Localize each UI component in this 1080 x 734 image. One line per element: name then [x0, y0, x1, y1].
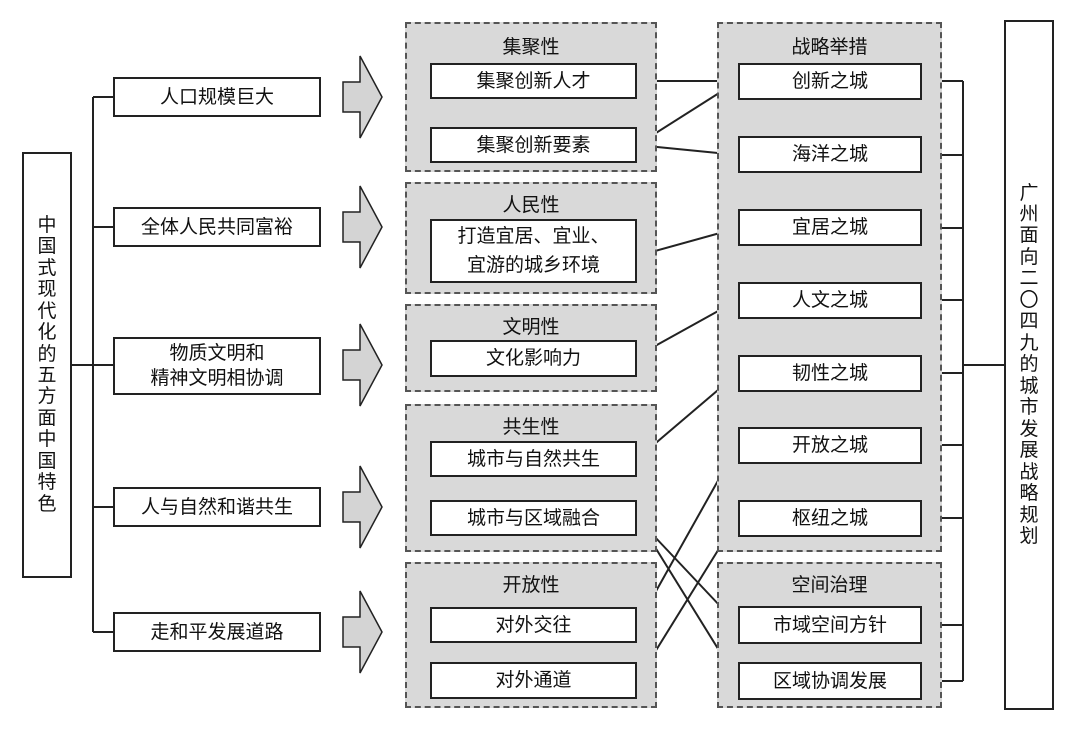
spatial-item-label: 市域空间方针	[772, 613, 887, 636]
feature-label: 全体人民共同富裕	[140, 215, 293, 238]
feature-box: 走和平发展道路	[113, 612, 321, 652]
feature-label: 人与自然和谐共生	[140, 495, 293, 518]
left-title-box: 中国式现代化的五方面中国特色	[22, 152, 72, 578]
group-title: 文明性	[502, 316, 560, 338]
feature-box: 物质文明和 精神文明相协调	[113, 337, 321, 395]
group-item-label: 城市与自然共生	[466, 447, 600, 470]
group-item-label: 集聚创新要素	[476, 133, 591, 156]
group-title: 共生性	[502, 416, 560, 438]
right-title-box: 广州面向二〇四九的城市发展战略规划	[1004, 20, 1054, 710]
strategy-item: 开放之城	[738, 427, 922, 464]
strategy-item: 人文之城	[738, 282, 922, 319]
feature-label: 物质文明和 精神文明相协调	[150, 342, 284, 389]
feature-label: 人口规模巨大	[159, 85, 274, 108]
group-item-label: 打造宜居、宜业、 宜游的城乡环境	[457, 224, 610, 276]
strategy-item-label: 开放之城	[791, 434, 868, 457]
group-item: 集聚创新要素	[430, 127, 637, 163]
strategy-item-label: 宜居之城	[791, 216, 868, 239]
group-item-label: 文化影响力	[485, 347, 581, 370]
feature-box: 人口规模巨大	[113, 77, 321, 117]
spatial-item: 市域空间方针	[738, 606, 922, 644]
feature-box: 人与自然和谐共生	[113, 487, 321, 527]
group-title: 空间治理	[791, 574, 868, 596]
group-item: 打造宜居、宜业、 宜游的城乡环境	[430, 219, 637, 283]
strategy-item-label: 韧性之城	[791, 362, 868, 385]
group-item-label: 集聚创新人才	[476, 69, 591, 92]
feature-box: 全体人民共同富裕	[113, 207, 321, 247]
group-item: 对外通道	[430, 662, 637, 699]
strategy-item-label: 人文之城	[791, 289, 868, 312]
right-title-text: 广州面向二〇四九的城市发展战略规划	[1019, 181, 1039, 548]
group-item: 文化影响力	[430, 340, 637, 377]
feature-label: 走和平发展道路	[150, 620, 284, 643]
group-title: 开放性	[502, 574, 560, 596]
group-item: 城市与区域融合	[430, 500, 637, 536]
group-item: 城市与自然共生	[430, 441, 637, 477]
group-item-label: 对外交往	[495, 613, 572, 636]
group-title: 集聚性	[502, 36, 560, 58]
strategy-item: 创新之城	[738, 63, 922, 100]
group-title: 人民性	[502, 194, 560, 216]
strategy-item-label: 海洋之城	[791, 143, 868, 166]
strategy-item: 枢纽之城	[738, 500, 922, 537]
group-item-label: 对外通道	[495, 669, 572, 692]
strategy-item: 韧性之城	[738, 355, 922, 392]
strategy-item: 海洋之城	[738, 136, 922, 173]
strategy-item-label: 枢纽之城	[791, 507, 868, 530]
group-item-label: 城市与区域融合	[466, 506, 600, 529]
group-item: 集聚创新人才	[430, 63, 637, 99]
strategy-item-label: 创新之城	[791, 70, 868, 93]
spatial-item: 区域协调发展	[738, 662, 922, 700]
strategy-item: 宜居之城	[738, 209, 922, 246]
spatial-item-label: 区域协调发展	[772, 669, 887, 692]
left-title-text: 中国式现代化的五方面中国特色	[37, 213, 57, 515]
group-title: 战略举措	[791, 36, 868, 58]
group-item: 对外交往	[430, 607, 637, 643]
